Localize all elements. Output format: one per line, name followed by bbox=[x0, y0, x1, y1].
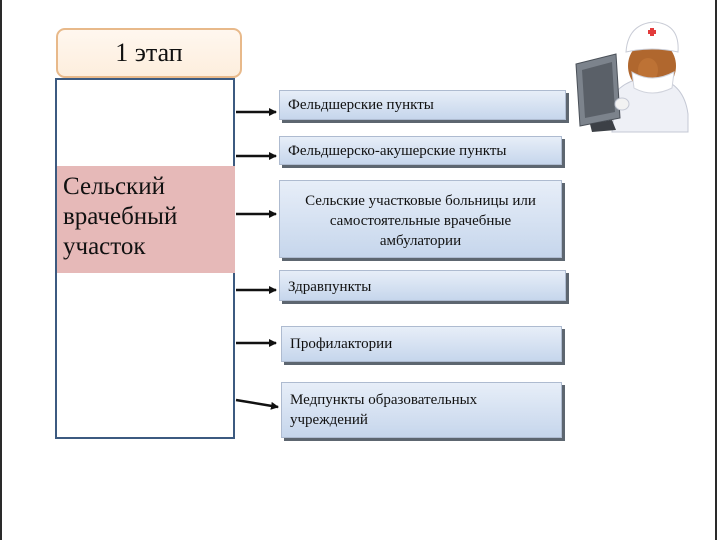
facility-box-6: Медпункты образовательных учреждений bbox=[281, 382, 562, 438]
stage-title-box: 1 этап bbox=[56, 28, 242, 78]
arrow-6 bbox=[235, 398, 279, 410]
facility-label-4: Здравпункты bbox=[288, 279, 372, 295]
facility-label-5: Профилактории bbox=[290, 336, 393, 352]
facility-box-3: Сельские участковые больницы или самосто… bbox=[279, 180, 562, 258]
district-box: Сельский врачебный участок bbox=[57, 166, 235, 273]
facility-box-2: Фельдшерско-акушерские пункты bbox=[279, 136, 562, 165]
facility-box-5: Профилактории bbox=[281, 326, 562, 362]
facility-box-4: Здравпункты bbox=[279, 270, 566, 301]
stage-title: 1 этап bbox=[115, 38, 183, 67]
facility-label-2: Фельдшерско-акушерские пункты bbox=[288, 143, 507, 159]
doctor-at-computer-icon bbox=[575, 21, 689, 133]
facility-label-1: Фельдшерские пункты bbox=[288, 97, 434, 113]
facility-box-1: Фельдшерские пункты bbox=[279, 90, 566, 120]
district-label: Сельский врачебный участок bbox=[63, 173, 178, 260]
facility-label-3: Сельские участковые больницы или самосто… bbox=[305, 193, 536, 249]
facility-label-6: Медпункты образовательных учреждений bbox=[290, 392, 478, 428]
